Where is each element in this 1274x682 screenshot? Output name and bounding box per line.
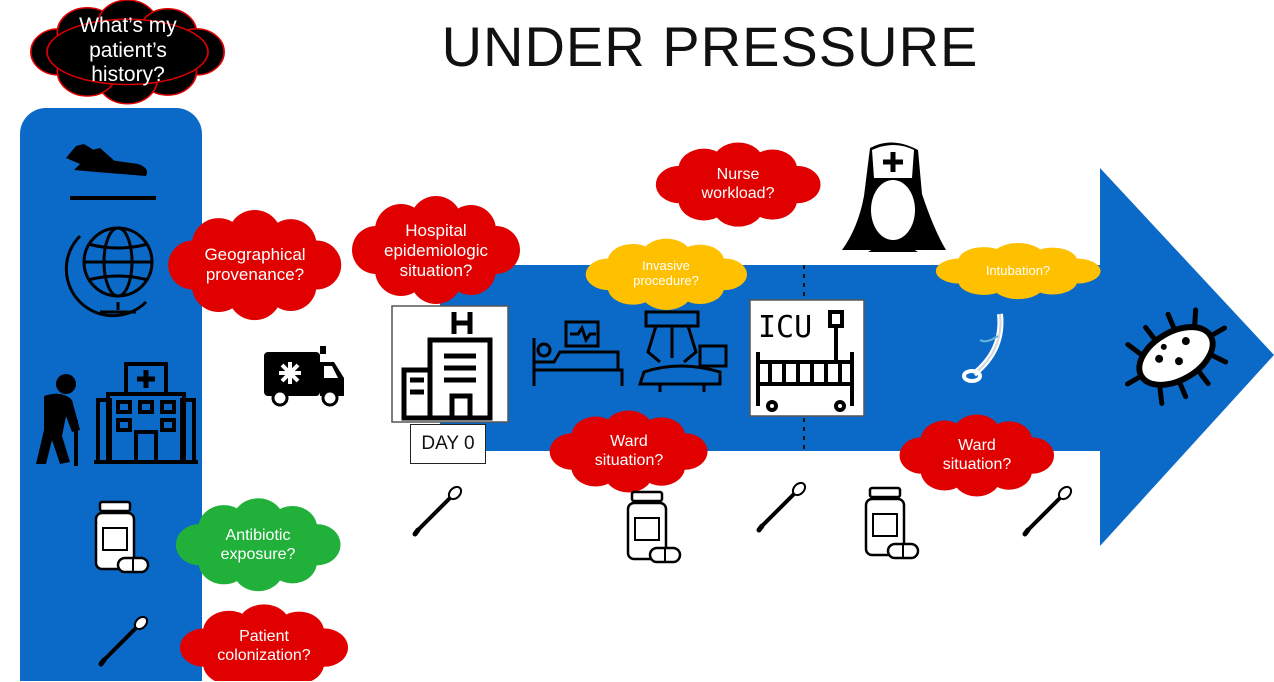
- swab-icon: [759, 481, 807, 530]
- patient-bed-icon: [532, 320, 624, 386]
- cloud-ward2-text: Ward situation?: [942, 437, 1012, 473]
- medicine-bottle-icon: [864, 486, 920, 560]
- cloud-colonization-text: Patient colonization?: [217, 628, 311, 664]
- globe-icon: [64, 226, 154, 318]
- airplane-landing-icon: [66, 144, 156, 200]
- hospital-building-icon: [94, 362, 198, 464]
- day0-label: DAY 0: [410, 424, 486, 464]
- nurse-icon: [842, 142, 946, 252]
- ambulance-icon: [264, 346, 344, 407]
- surgical-robot-icon: [637, 310, 728, 392]
- cloud-history-text: What’s my patient’s history?: [79, 13, 177, 87]
- cloud-ward1-text: Ward situation?: [594, 433, 664, 469]
- cloud-nurse-text: Nurse workload?: [701, 166, 775, 202]
- cloud-intubation-text: Intubation?: [985, 263, 1051, 279]
- medicine-bottle-icon: [626, 490, 682, 564]
- endotracheal-tube-icon: [962, 313, 1004, 383]
- icu-bed-icon: [749, 299, 865, 417]
- hospital-icon: [391, 305, 509, 423]
- cloud-hospital-epi-text: Hospital epidemiologic situation?: [384, 220, 488, 281]
- bacteria-icon: [1125, 307, 1229, 406]
- cloud-invasive-text: Invasive procedure?: [633, 257, 699, 288]
- swab-icon: [415, 485, 463, 534]
- cloud-antibiotic-text: Antibiotic exposure?: [220, 527, 296, 563]
- page-title: UNDER PRESSURE: [441, 15, 979, 78]
- icu-label: ICU: [758, 310, 813, 345]
- cloud-geo-text: Geographical provenance?: [204, 244, 306, 284]
- elderly-person-icon: [36, 374, 80, 466]
- swab-icon: [1025, 485, 1073, 534]
